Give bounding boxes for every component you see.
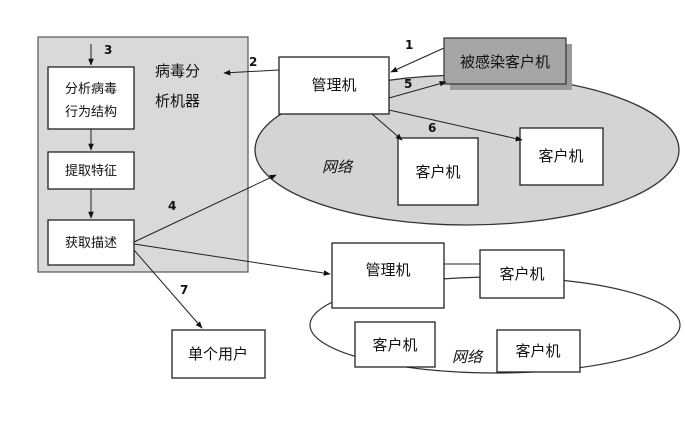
step-4-label: 4 [168, 199, 176, 213]
arrow-5-manager-to-infected [388, 81, 447, 99]
arrow-6-manager-to-client-b [388, 109, 523, 142]
client-top-b-box [519, 127, 604, 186]
extract-features-box [47, 151, 135, 190]
arrow-7-describe-to-single-user [133, 249, 203, 329]
client-bottom-a-label: 客户机 [499, 265, 544, 283]
client-top-a-label: 客户机 [415, 163, 460, 181]
client-bottom-c-label: 客户机 [515, 342, 560, 360]
network-bottom-label: 网络 [452, 348, 484, 366]
step-5-label: 5 [404, 77, 412, 91]
manager-top-box [278, 56, 390, 115]
manager-top-label: 管理机 [311, 76, 356, 94]
step-6-label: 6 [428, 121, 436, 135]
analyze-behavior-label-line2: 行为结构 [65, 105, 117, 120]
arrow-manager-to-client-a [371, 113, 403, 141]
arrow-2-manager-to-analyzer [223, 69, 280, 76]
manager-bottom-box [331, 242, 445, 309]
get-description-box [47, 219, 135, 266]
step-1-label: 1 [405, 38, 413, 52]
client-top-a-box [397, 137, 479, 206]
single-user-box [171, 329, 266, 379]
single-user-label: 单个用户 [188, 345, 248, 363]
client-bottom-c-box [496, 329, 581, 373]
virus-analyzer-title-line1: 病毒分 [155, 62, 200, 80]
arrow-1-infected-to-manager [390, 47, 445, 73]
client-top-b-label: 客户机 [538, 147, 583, 165]
infected-client-label: 被感染客户机 [460, 53, 550, 71]
analyze-behavior-box [47, 66, 135, 130]
arrow-describe-to-bottom-manager [133, 243, 331, 276]
client-bottom-b-box [354, 321, 436, 368]
extract-features-label: 提取特征 [65, 163, 117, 179]
step-7-label: 7 [180, 283, 188, 297]
step-3-label: 3 [104, 43, 112, 57]
arrow-4-describe-to-network [133, 174, 277, 243]
step-2-label: 2 [249, 55, 257, 69]
client-bottom-a-box [479, 249, 565, 299]
get-description-label: 获取描述 [65, 236, 117, 251]
virus-analyzer-title-line2: 析机器 [155, 92, 200, 110]
client-bottom-b-label: 客户机 [372, 336, 417, 354]
analyze-behavior-label-line1: 分析病毒 [65, 82, 117, 97]
network-top-label: 网络 [322, 158, 354, 176]
infected-client-box [443, 37, 567, 85]
manager-bottom-label: 管理机 [365, 261, 410, 279]
